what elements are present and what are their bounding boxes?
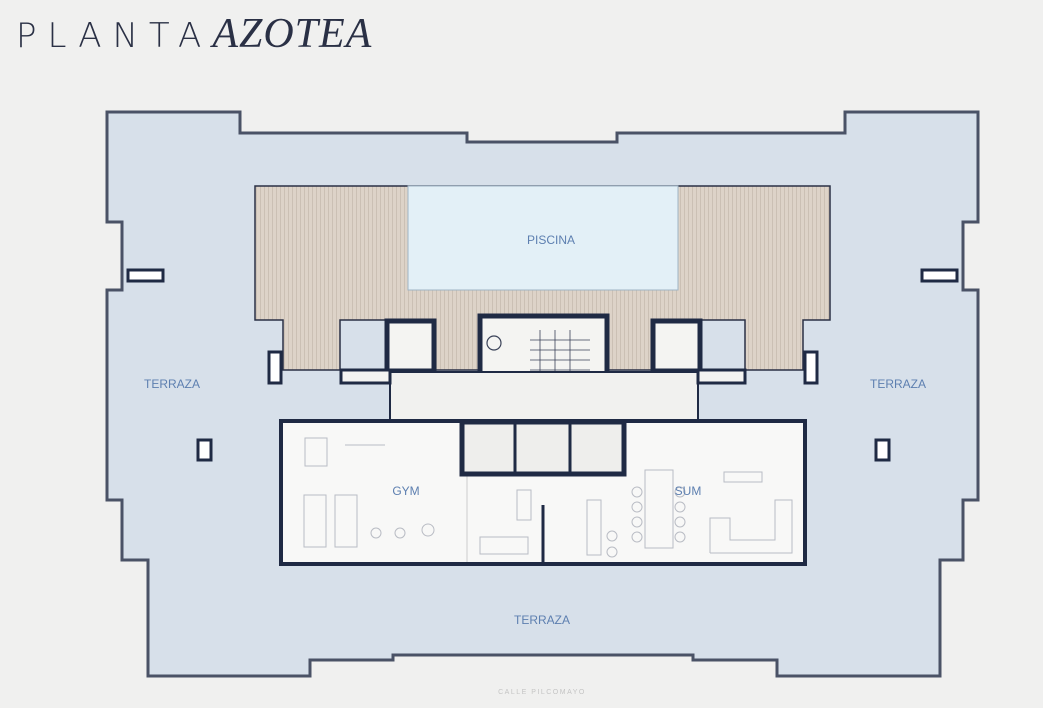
- page-title: PLANTAAZOTEA: [16, 12, 372, 58]
- title-italic: AZOTEA: [212, 11, 373, 57]
- pool: [407, 185, 679, 291]
- accessibility-icon: [486, 335, 502, 351]
- pillars: [126, 268, 959, 462]
- pool-label: PISCINA: [527, 233, 575, 247]
- toilet-right: [650, 318, 703, 374]
- title-regular: PLANTA: [16, 16, 213, 56]
- terrace-left-label: TERRAZA: [144, 377, 200, 391]
- wall-segment: [696, 368, 747, 385]
- wall-segment: [339, 368, 392, 385]
- sum-label: SUM: [675, 484, 702, 498]
- terrace-right-label: TERRAZA: [870, 377, 926, 391]
- toilet-left: [384, 318, 437, 374]
- elevator-core: [459, 419, 627, 477]
- furniture: [303, 437, 793, 558]
- corridor: [389, 371, 699, 421]
- gym-label: GYM: [392, 484, 419, 498]
- street-label: CALLE PILCOMAYO: [498, 689, 586, 696]
- terrace-bottom-label: TERRAZA: [514, 613, 570, 627]
